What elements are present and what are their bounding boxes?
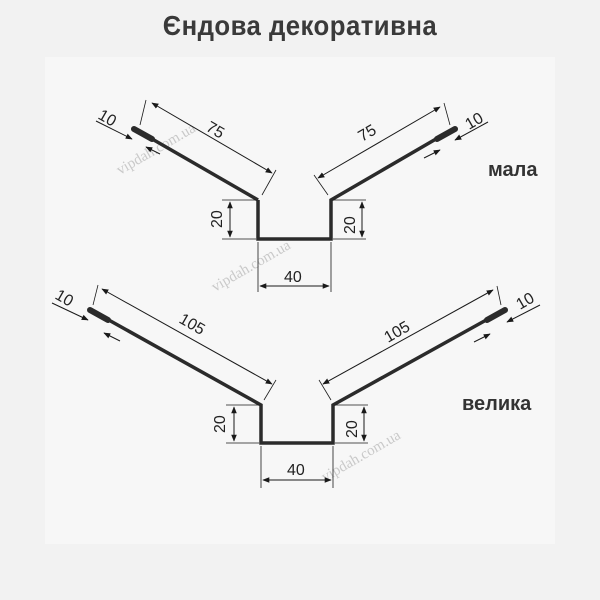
small-hem-left <box>131 126 155 142</box>
small-dim-hem-right: 10 <box>423 110 489 159</box>
small-dim-hem-left: 10 <box>95 107 161 155</box>
small-dim-wall-right-label: 20 <box>342 216 359 234</box>
large-size-label: велика <box>462 393 532 415</box>
large-dim-hem-right: 10 <box>473 290 541 343</box>
large-dim-slope-right: 105 <box>318 285 502 401</box>
large-hem-right <box>484 307 508 323</box>
page-title: Єндова декоративна <box>162 10 438 41</box>
large-dim-hem-left: 10 <box>51 287 121 342</box>
watermark-2: vipdah.com.ua <box>209 237 294 295</box>
small-dim-hem-left-label: 10 <box>95 107 119 131</box>
large-dim-wall-left: 20 <box>212 404 259 444</box>
large-dim-slope-left: 105 <box>92 284 277 401</box>
small-dim-slope-right: 75 <box>313 102 451 196</box>
small-dim-slope-left-label: 75 <box>203 119 227 143</box>
small-dim-base: 40 <box>257 242 332 292</box>
large-dim-hem-right-label: 10 <box>514 290 538 314</box>
small-dim-slope-left: 75 <box>139 99 277 196</box>
large-dim-wall-left-label: 20 <box>212 415 229 433</box>
small-dim-base-label: 40 <box>284 269 302 286</box>
small-dim-slope-right-label: 75 <box>356 122 380 146</box>
large-dim-slope-left-label: 105 <box>176 311 208 339</box>
drawing-large: 105 105 10 10 20 <box>51 284 541 488</box>
large-dim-hem-left-label: 10 <box>52 287 76 311</box>
large-profile <box>97 312 498 445</box>
large-hem-left <box>87 307 111 323</box>
small-hem-right <box>434 126 458 142</box>
large-dim-base-label: 40 <box>287 462 305 479</box>
large-dim-base: 40 <box>260 446 334 488</box>
large-dim-slope-right-label: 105 <box>382 318 414 346</box>
large-dim-wall-right-label: 20 <box>344 420 361 438</box>
small-dim-wall-left-label: 20 <box>209 210 226 228</box>
drawing-small: 75 75 10 10 20 <box>95 99 538 292</box>
small-dim-wall-left: 20 <box>209 199 256 240</box>
small-dim-wall-right: 20 <box>333 199 366 240</box>
large-dim-wall-right: 20 <box>335 404 368 444</box>
small-dim-hem-right-label: 10 <box>463 110 487 134</box>
small-size-label: мала <box>488 159 538 181</box>
small-profile-left-slope <box>139 130 259 202</box>
watermark-1: vipdah.com.ua <box>114 120 199 178</box>
